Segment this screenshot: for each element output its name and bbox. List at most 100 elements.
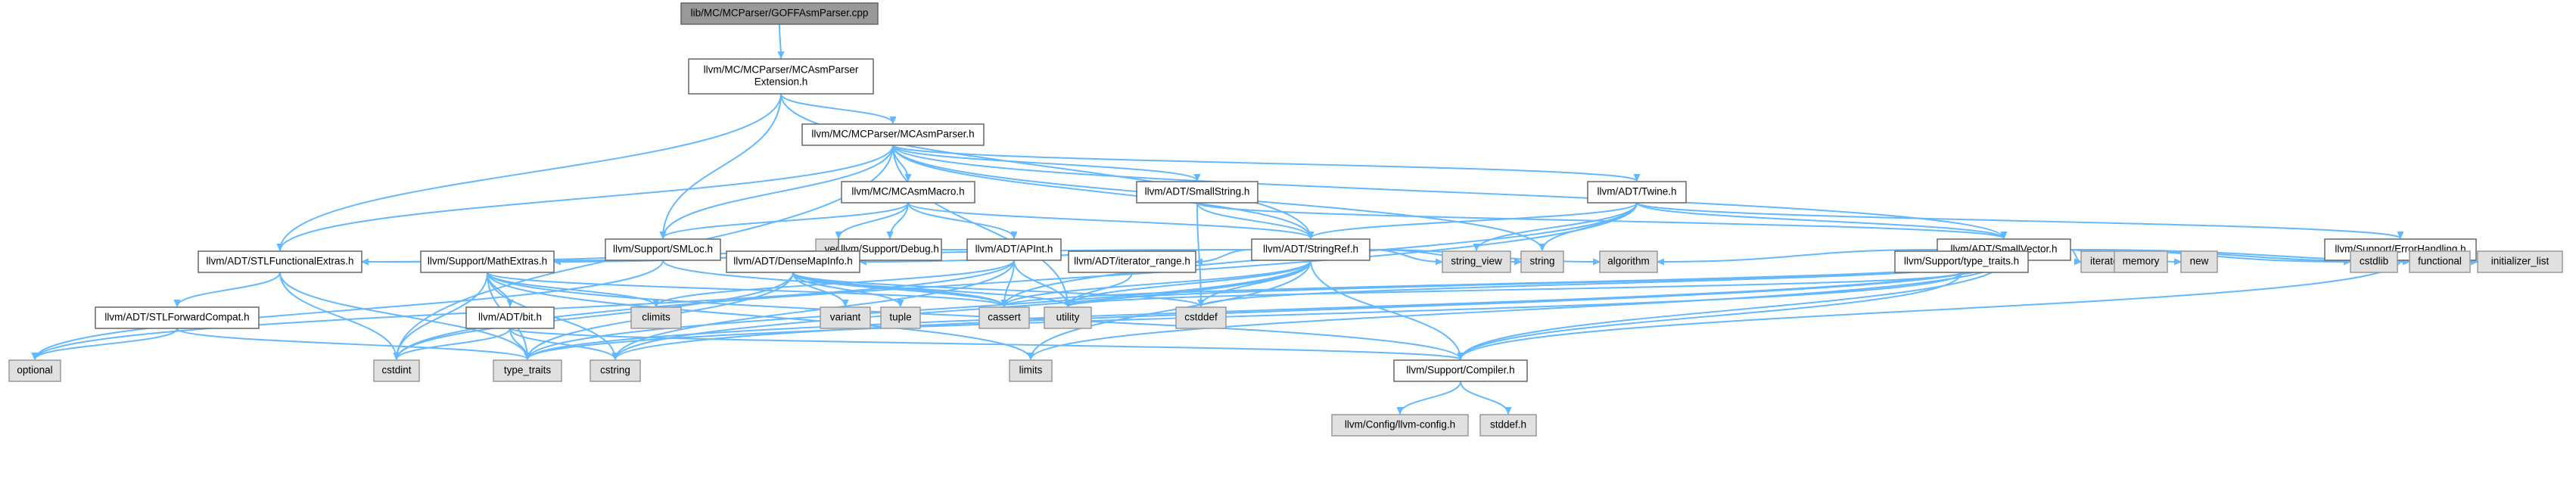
node-smloc[interactable]: llvm/Support/SMLoc.h bbox=[605, 238, 721, 261]
edge-stringref-cstring bbox=[615, 260, 1311, 359]
edge-typetraits_h-utility bbox=[1068, 272, 1962, 306]
node-algorithm: algorithm bbox=[1599, 250, 1658, 273]
edge-stlforward-optional bbox=[35, 328, 178, 359]
node-iterrange[interactable]: llvm/ADT/iterator_range.h bbox=[1068, 250, 1196, 273]
node-stlforward[interactable]: llvm/ADT/STLForwardCompat.h bbox=[95, 306, 260, 329]
node-box bbox=[1599, 250, 1658, 273]
edge-asmmacro-stringref bbox=[907, 202, 1311, 238]
node-cassert: cassert bbox=[978, 306, 1030, 329]
node-densemapinfo[interactable]: llvm/ADT/DenseMapInfo.h bbox=[726, 250, 860, 273]
node-label: llvm/ADT/bit.h bbox=[478, 312, 542, 323]
node-box bbox=[1251, 238, 1370, 261]
node-smallstring[interactable]: llvm/ADT/SmallString.h bbox=[1136, 181, 1258, 204]
node-typetraits_h[interactable]: llvm/Support/type_traits.h bbox=[1894, 250, 2029, 273]
edge-bit-compiler bbox=[509, 328, 1461, 359]
edge-stlfunc-type_traits bbox=[279, 272, 527, 359]
node-box bbox=[373, 359, 420, 382]
edge-smloc-optional bbox=[35, 260, 664, 359]
node-box bbox=[2477, 250, 2563, 273]
edge-typetraits_h-type_traits bbox=[527, 272, 1962, 359]
node-box bbox=[1009, 359, 1053, 382]
edge-densemapinfo-cstdint bbox=[397, 272, 794, 359]
node-box bbox=[605, 238, 721, 261]
node-label: llvm/MC/MCParser/MCAsmParser bbox=[704, 64, 859, 76]
node-box bbox=[801, 123, 985, 146]
node-box bbox=[1479, 414, 1537, 437]
edge-twine-string_view bbox=[1476, 202, 1638, 250]
node-label: memory bbox=[2123, 256, 2160, 267]
node-box bbox=[820, 306, 871, 329]
edge-bit-cstring bbox=[509, 328, 615, 359]
node-bit[interactable]: llvm/ADT/bit.h bbox=[465, 306, 555, 329]
edge-mathextras-limits bbox=[487, 272, 1031, 359]
edge-asmparser-smloc bbox=[663, 145, 894, 238]
dependency-edges bbox=[35, 23, 2478, 414]
edge-asmmacro-vector bbox=[838, 202, 909, 238]
node-label: llvm/Support/Debug.h bbox=[841, 244, 939, 255]
node-box bbox=[8, 359, 61, 382]
node-label: llvm/ADT/Twine.h bbox=[1597, 186, 1676, 197]
node-cstdlib: cstdlib bbox=[2350, 250, 2398, 273]
node-climits: climits bbox=[630, 306, 682, 329]
node-goff[interactable]: lib/MC/MCParser/GOFFAsmParser.cpp bbox=[680, 2, 879, 25]
edge-smallvector-iterator bbox=[2070, 249, 2081, 262]
node-asmparser[interactable]: llvm/MC/MCParser/MCAsmParser.h bbox=[801, 123, 985, 146]
node-apint[interactable]: llvm/ADT/APInt.h bbox=[966, 238, 1062, 261]
node-label: cstdlib bbox=[2360, 256, 2388, 267]
node-label: llvm/ADT/APInt.h bbox=[975, 244, 1053, 255]
edge-errorhandling-compiler bbox=[1461, 260, 2401, 359]
edge-stlforward-type_traits bbox=[176, 328, 527, 359]
edge-asmparser-stringref bbox=[892, 145, 1311, 238]
edge-smallvector-algorithm bbox=[1657, 249, 1938, 262]
node-asmmacro[interactable]: llvm/MC/MCAsmMacro.h bbox=[841, 181, 975, 204]
edge-stringref-limits bbox=[1031, 260, 1311, 359]
edge-stlfunc-stlforward bbox=[177, 272, 281, 306]
node-cstring: cstring bbox=[590, 359, 641, 382]
node-stlfunc[interactable]: llvm/ADT/STLFunctionalExtras.h bbox=[198, 250, 362, 273]
node-box bbox=[420, 250, 555, 273]
node-optional: optional bbox=[8, 359, 61, 382]
node-stringref[interactable]: llvm/ADT/StringRef.h bbox=[1251, 238, 1370, 261]
node-variant: variant bbox=[820, 306, 871, 329]
node-box bbox=[880, 306, 921, 329]
node-label: llvm/ADT/DenseMapInfo.h bbox=[733, 256, 853, 267]
node-string: string bbox=[1520, 250, 1564, 273]
node-box bbox=[95, 306, 260, 329]
edge-mathextras-compiler bbox=[487, 272, 1461, 359]
edge-stringref-utility bbox=[1068, 260, 1311, 306]
node-box bbox=[680, 2, 879, 25]
edge-stlfunc-cstdint bbox=[279, 272, 397, 359]
node-label: llvm/ADT/STLForwardCompat.h bbox=[104, 312, 249, 323]
node-label: llvm/ADT/SmallString.h bbox=[1145, 186, 1250, 197]
node-label: optional bbox=[17, 365, 52, 376]
node-box bbox=[2409, 250, 2471, 273]
node-label: limits bbox=[1019, 365, 1043, 376]
edge-asmparser-stlfunc bbox=[280, 145, 894, 250]
node-functional: functional bbox=[2409, 250, 2471, 273]
node-mathextras[interactable]: llvm/Support/MathExtras.h bbox=[420, 250, 555, 273]
edge-mathextras-cassert bbox=[487, 272, 1004, 306]
edge-densemapinfo-tuple bbox=[792, 272, 901, 306]
node-box bbox=[465, 306, 555, 329]
node-twine[interactable]: llvm/ADT/Twine.h bbox=[1587, 181, 1687, 204]
node-memory: memory bbox=[2114, 250, 2168, 273]
node-compiler[interactable]: llvm/Support/Compiler.h bbox=[1393, 359, 1528, 382]
node-label: string bbox=[1529, 256, 1554, 267]
node-string_view: string_view bbox=[1442, 250, 1511, 273]
edge-ext-asmparser bbox=[780, 93, 893, 123]
node-type_traits: type_traits bbox=[493, 359, 562, 382]
edge-stringref-iterrange bbox=[1196, 249, 1252, 262]
node-box bbox=[978, 306, 1030, 329]
edge-smallstring-stringref bbox=[1196, 202, 1311, 238]
node-label: llvm/MC/MCAsmMacro.h bbox=[851, 186, 964, 197]
edge-smallvector-compiler bbox=[1461, 260, 2005, 359]
edge-asmparser-utility bbox=[892, 145, 1068, 306]
edge-bit-cstdint bbox=[397, 328, 511, 359]
node-box bbox=[198, 250, 362, 273]
node-box bbox=[726, 250, 860, 273]
edge-ext-smloc bbox=[663, 93, 782, 238]
edge-smallvector-initializer_list bbox=[2070, 249, 2478, 262]
edge-mathextras-cstdint bbox=[397, 272, 488, 359]
